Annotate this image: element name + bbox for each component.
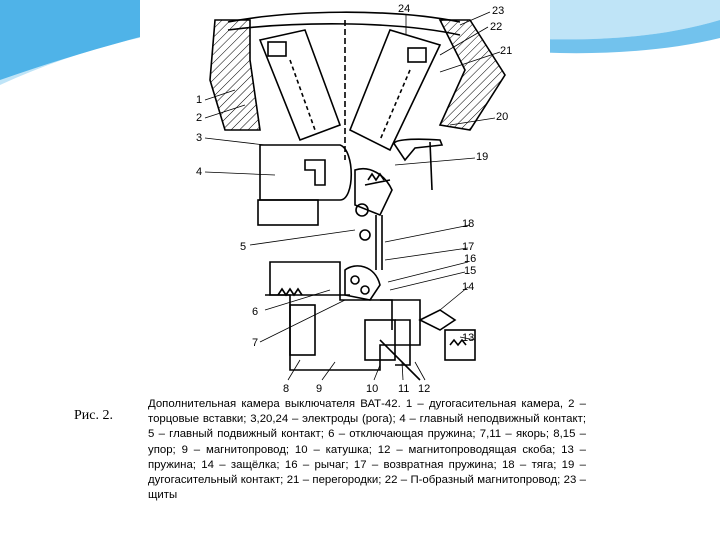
callout-13: 13 — [462, 332, 474, 344]
callout-3: 3 — [196, 132, 202, 144]
callout-7: 7 — [252, 337, 258, 349]
callout-11: 11 — [398, 383, 409, 395]
callout-20: 20 — [496, 111, 508, 123]
callout-21: 21 — [500, 45, 512, 57]
callout-4: 4 — [196, 166, 202, 178]
callout-12: 12 — [418, 383, 430, 395]
callout-14: 14 — [462, 281, 474, 293]
callout-10: 10 — [366, 383, 378, 395]
callout-16: 16 — [464, 253, 476, 265]
callout-19: 19 — [476, 151, 488, 163]
callout-24: 24 — [398, 3, 410, 15]
callout-6: 6 — [252, 306, 258, 318]
callout-15: 15 — [464, 265, 476, 277]
callout-9: 9 — [316, 383, 322, 395]
callout-23: 23 — [492, 5, 504, 17]
figure-label: Рис. 2. — [74, 408, 113, 423]
callout-2: 2 — [196, 112, 202, 124]
figure-caption: Дополнительная камера выключателя ВАТ-42… — [148, 398, 586, 502]
callout-18: 18 — [462, 218, 474, 230]
callout-5: 5 — [240, 241, 246, 253]
callout-8: 8 — [283, 383, 289, 395]
callout-17: 17 — [462, 241, 474, 253]
callout-22: 22 — [490, 21, 502, 33]
circuit-breaker-diagram: 1 2 3 4 5 6 7 8 9 10 11 12 13 14 15 16 1… — [196, 3, 512, 395]
callout-1: 1 — [196, 94, 202, 106]
